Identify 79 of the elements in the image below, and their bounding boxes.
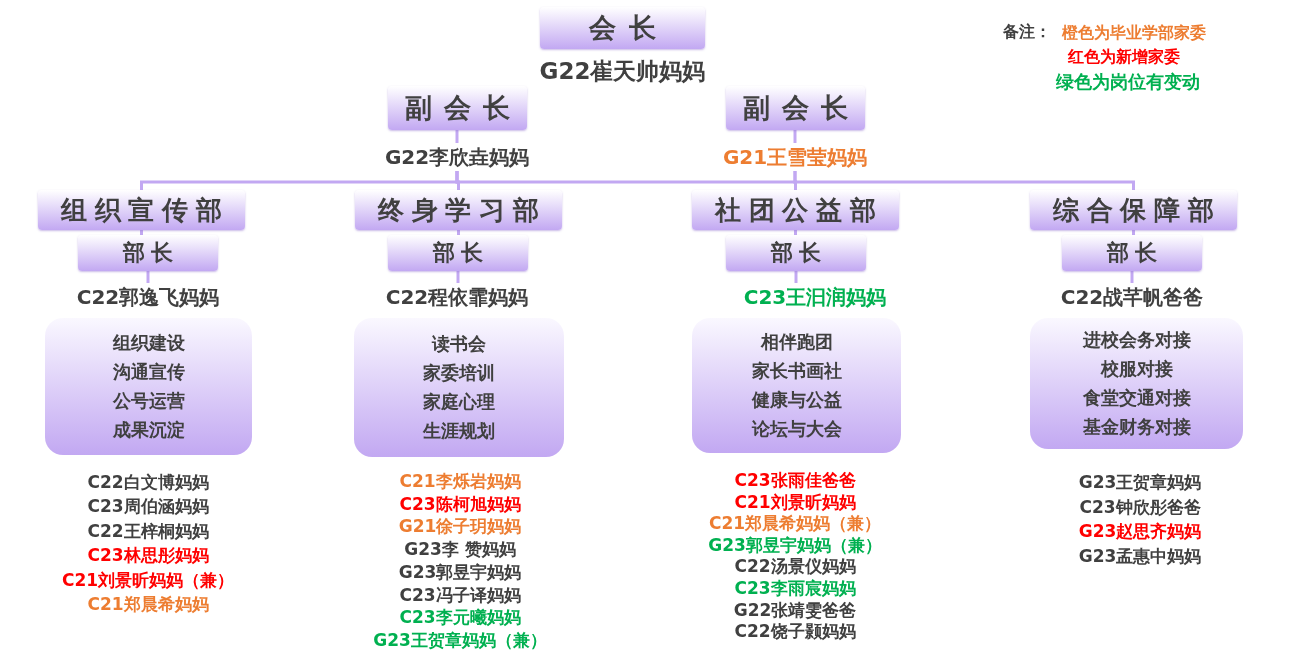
- duty-item: 成果沉淀: [112, 418, 185, 442]
- member-name: C21郑晨希妈妈: [86, 593, 210, 616]
- duty-item: 论坛与大会: [751, 417, 842, 441]
- position-box: 部长: [1062, 235, 1202, 271]
- department-box: 社团公益部: [692, 190, 899, 230]
- member-name: C21李烁岩妈妈: [398, 470, 522, 493]
- connector-line: [793, 130, 797, 143]
- position-box: 会长: [540, 7, 705, 49]
- note-label: 备注：: [1003, 21, 1051, 43]
- person-name: G22崔天帅妈妈: [538, 57, 707, 86]
- duty-box: [692, 318, 901, 453]
- position-box: 部长: [78, 235, 218, 271]
- member-name: G23李 赞妈妈: [403, 538, 517, 561]
- member-name: C23林思彤妈妈: [86, 544, 210, 568]
- duty-item: 家长书画社: [751, 359, 842, 383]
- duty-item: 相伴跑团: [760, 330, 833, 354]
- member-name: G23孟惠中妈妈: [1077, 545, 1203, 569]
- member-name: C22王梓桐妈妈: [86, 519, 210, 543]
- duty-box: [1030, 318, 1243, 449]
- member-name: C23李雨宸妈妈: [733, 578, 857, 600]
- member-name: C23李元曦妈妈: [398, 606, 522, 629]
- legend-entry: 红色为新增家委: [1068, 46, 1180, 68]
- duty-box: [45, 318, 252, 455]
- legend-entry: 绿色为岗位有变动: [1056, 70, 1200, 94]
- member-name: G23王贺章妈妈（兼）: [372, 628, 548, 652]
- position-box: 部长: [388, 235, 528, 271]
- person-name: C23王汩润妈妈: [715, 283, 915, 311]
- duty-item: 沟通宣传: [112, 360, 185, 384]
- member-name: C23冯子译妈妈: [398, 583, 522, 607]
- duty-item: 食堂交通对接: [1082, 386, 1191, 410]
- person-name: C22战芊帆爸爸: [1032, 283, 1232, 311]
- duty-item: 家委培训: [423, 361, 495, 385]
- member-name: C23陈柯旭妈妈: [398, 492, 522, 516]
- position-box: 部长: [726, 235, 866, 271]
- member-name: C21刘景昕妈妈: [733, 491, 857, 514]
- duty-item: 进校会务对接: [1082, 328, 1191, 352]
- member-name: G23王贺章妈妈: [1077, 471, 1203, 494]
- member-name: G23郭昱宇妈妈: [397, 560, 523, 584]
- person-name: C22郭逸飞妈妈: [48, 283, 248, 311]
- connector-line: [455, 130, 459, 143]
- person-name: G22李欣垚妈妈: [357, 143, 557, 171]
- member-name: C22汤景仪妈妈: [733, 556, 857, 578]
- member-name: G22张靖雯爸爸: [732, 599, 858, 622]
- person-name: G21王雪莹妈妈: [695, 143, 895, 171]
- member-name: C21郑晨希妈妈（兼）: [707, 513, 883, 535]
- connector-line: [794, 271, 798, 283]
- connector-line: [457, 230, 460, 235]
- connector-line: [1132, 230, 1135, 235]
- person-name: C22程依霏妈妈: [357, 283, 557, 311]
- duty-item: 家庭心理: [423, 390, 495, 414]
- duty-item: 读书会: [432, 332, 486, 356]
- department-box: 终身学习部: [355, 190, 562, 230]
- member-name: G21徐子玥妈妈: [397, 515, 523, 539]
- connector-line: [794, 230, 797, 235]
- member-name: G23赵思齐妈妈: [1077, 520, 1203, 544]
- duty-item: 基金财务对接: [1082, 415, 1191, 439]
- duty-item: 生涯规划: [423, 419, 495, 443]
- duty-box: [354, 318, 564, 457]
- member-name: C22白文博妈妈: [86, 471, 210, 494]
- member-name: C23周伯涵妈妈: [86, 495, 210, 519]
- member-name: G23郭昱宇妈妈（兼）: [707, 534, 883, 557]
- position-box: 副会长: [726, 86, 865, 130]
- duty-item: 公号运营: [112, 389, 185, 413]
- connector-line: [146, 271, 150, 283]
- connector-line: [1130, 271, 1134, 283]
- connector-line: [456, 271, 460, 283]
- member-name: C23张雨佳爸爸: [733, 470, 857, 492]
- member-name: C21刘景昕妈妈（兼）: [60, 568, 236, 592]
- legend-entry: 橙色为毕业学部家委: [1062, 22, 1206, 44]
- duty-item: 校服对接: [1100, 357, 1173, 381]
- connector-line: [140, 230, 143, 235]
- department-box: 综合保障部: [1030, 190, 1237, 230]
- duty-item: 组织建设: [112, 331, 185, 355]
- connector-line: [793, 171, 1135, 190]
- member-name: C22饶子颢妈妈: [733, 621, 857, 643]
- member-name: C23钟欣彤爸爸: [1078, 495, 1202, 519]
- department-box: 组织宣传部: [38, 190, 245, 230]
- duty-item: 健康与公益: [751, 388, 842, 412]
- position-box: 副会长: [388, 86, 527, 130]
